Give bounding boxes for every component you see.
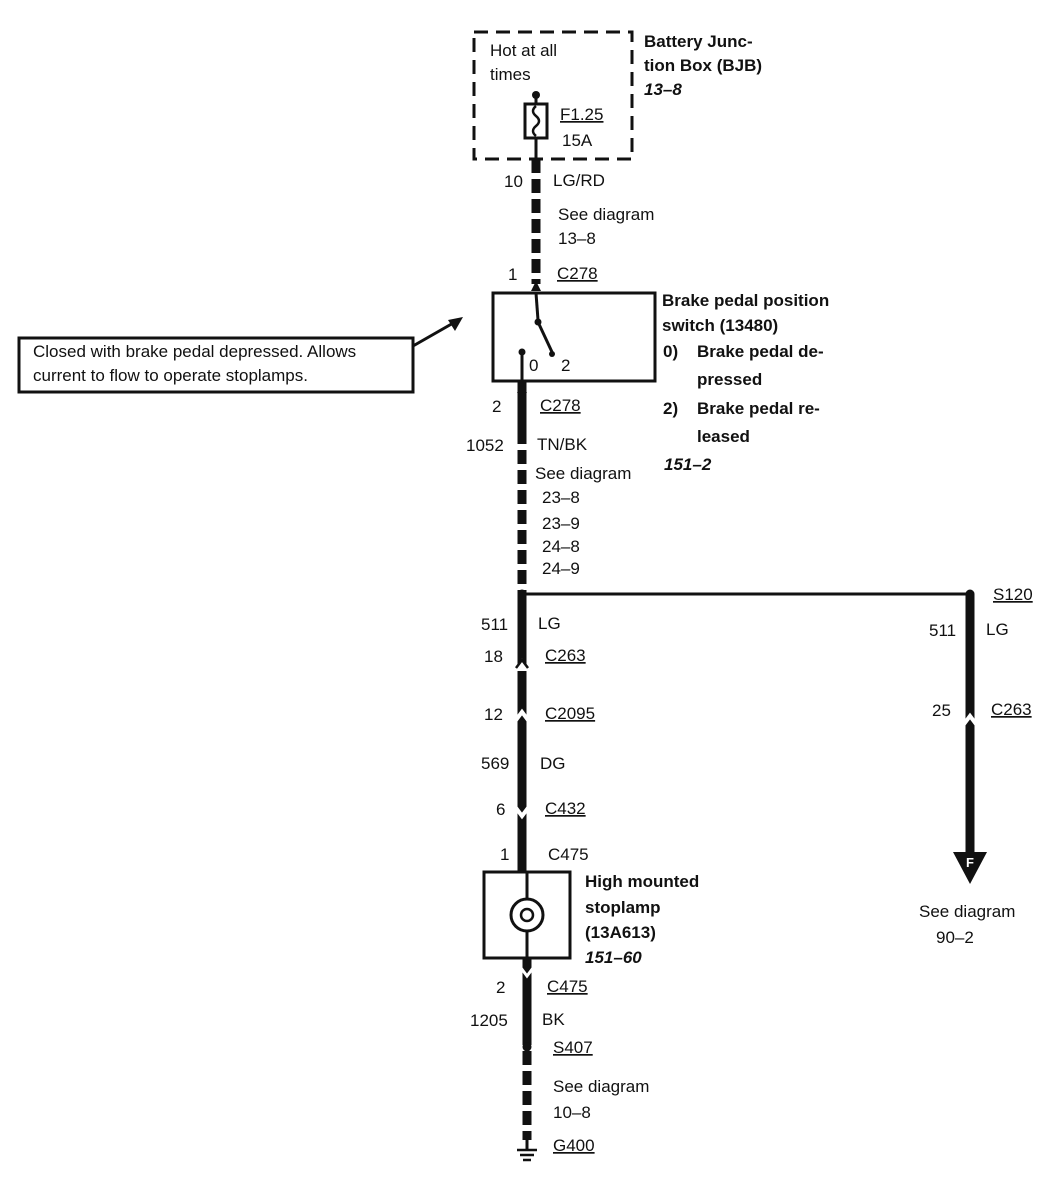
lamp-title-1: High mounted bbox=[585, 872, 699, 891]
off-page-arrow-icon bbox=[953, 852, 987, 884]
wire-mid-circuit: 1052 bbox=[466, 436, 504, 455]
splice-s407-dot bbox=[522, 1042, 532, 1052]
bulb-icon bbox=[509, 872, 545, 958]
fuse-icon bbox=[523, 102, 549, 140]
switch-state0-line2: pressed bbox=[697, 370, 762, 389]
wire-mid-ref-3: 24–8 bbox=[542, 537, 580, 556]
wire-mid-ref-4: 24–9 bbox=[542, 559, 580, 578]
left-c2095: C2095 bbox=[545, 704, 595, 723]
switch-pos-2: 2 bbox=[561, 356, 570, 375]
right-c263: C263 bbox=[991, 700, 1032, 719]
wire-top-color: LG/RD bbox=[553, 171, 605, 190]
callout-line-2: current to flow to operate stoplamps. bbox=[33, 366, 308, 385]
ground-g400: G400 bbox=[553, 1136, 595, 1155]
lamp-c475-out: C475 bbox=[547, 977, 588, 996]
wire-mid-see-label: See diagram bbox=[535, 464, 631, 483]
switch-state0-num: 0) bbox=[663, 342, 678, 361]
switch-title-1: Brake pedal position bbox=[662, 291, 829, 310]
right-see-label: See diagram bbox=[919, 902, 1015, 921]
ground-circuit: 1205 bbox=[470, 1011, 508, 1030]
left-c475-in: C475 bbox=[548, 845, 589, 864]
right-circuit: 511 bbox=[929, 621, 956, 640]
connector-c432-icon bbox=[514, 806, 530, 820]
switch-state0-line1: Brake pedal de- bbox=[697, 342, 824, 361]
right-pin-c263: 25 bbox=[932, 701, 951, 720]
wire-mid-ref-1: 23–8 bbox=[542, 488, 580, 507]
switch-state2-line1: Brake pedal re- bbox=[697, 399, 820, 418]
wire-top-see-ref: 13–8 bbox=[558, 229, 596, 248]
left-c432: C432 bbox=[545, 799, 586, 818]
wire-top-see-label: See diagram bbox=[558, 205, 654, 224]
ground-splice: S407 bbox=[553, 1038, 593, 1057]
connector-c263-left-icon bbox=[514, 657, 530, 671]
bjb-box bbox=[472, 30, 634, 161]
left-circuit-2: 569 bbox=[481, 754, 509, 773]
lamp-title-3: (13A613) bbox=[585, 923, 656, 942]
bjb-title-1: Battery Junc- bbox=[644, 32, 753, 51]
lamp-pin-out: 2 bbox=[496, 978, 505, 997]
fuse-rating: 15A bbox=[562, 131, 593, 150]
left-c263: C263 bbox=[545, 646, 586, 665]
brake-switch-box bbox=[491, 291, 657, 383]
switch-connector-in: C278 bbox=[557, 264, 598, 283]
connector-c2095-icon bbox=[514, 708, 530, 722]
off-page-arrow-letter: F bbox=[966, 855, 974, 870]
wire-top-circuit: 10 bbox=[504, 172, 523, 191]
switch-pin-out: 2 bbox=[492, 397, 501, 416]
right-splice: S120 bbox=[993, 585, 1033, 604]
bjb-title-2: tion Box (BJB) bbox=[644, 56, 762, 75]
callout-box bbox=[17, 336, 415, 394]
bjb-hot-label-2: times bbox=[490, 65, 531, 84]
right-color: LG bbox=[986, 620, 1009, 639]
left-circuit: 511 bbox=[481, 615, 508, 634]
callout-arrow-icon bbox=[412, 317, 463, 348]
bjb-ref: 13–8 bbox=[644, 80, 682, 99]
wire-mid-ref-2: 23–9 bbox=[542, 514, 580, 533]
left-color: LG bbox=[538, 614, 561, 633]
switch-connector-out: C278 bbox=[540, 396, 581, 415]
wire-mid-color: TN/BK bbox=[537, 435, 588, 454]
switch-ref: 151–2 bbox=[664, 455, 712, 474]
ground-color: BK bbox=[542, 1010, 565, 1029]
ground-see-label: See diagram bbox=[553, 1077, 649, 1096]
fuse-id: F1.25 bbox=[560, 105, 603, 124]
right-see-ref: 90–2 bbox=[936, 928, 974, 947]
lamp-title-2: stoplamp bbox=[585, 898, 661, 917]
connector-arrow-c278-in bbox=[531, 281, 541, 291]
bjb-hot-label-1: Hot at all bbox=[490, 41, 557, 60]
switch-state2-line2: leased bbox=[697, 427, 750, 446]
connector-c263-right-icon bbox=[962, 712, 978, 726]
switch-state2-num: 2) bbox=[663, 399, 678, 418]
left-pin-c432: 6 bbox=[496, 800, 505, 819]
switch-contact-icon bbox=[518, 292, 555, 381]
connector-c475-out-icon bbox=[519, 967, 535, 979]
ground-see-ref: 10–8 bbox=[553, 1103, 591, 1122]
switch-title-2: switch (13480) bbox=[662, 316, 778, 335]
switch-pos-0: 0 bbox=[529, 356, 538, 375]
callout-line-1: Closed with brake pedal depressed. Allow… bbox=[33, 342, 356, 361]
ground-icon bbox=[517, 1140, 537, 1162]
left-pin-c2095: 12 bbox=[484, 705, 503, 724]
switch-pin-in: 1 bbox=[508, 265, 517, 284]
left-color-2: DG bbox=[540, 754, 566, 773]
lamp-ref: 151–60 bbox=[585, 948, 642, 967]
left-pin-c263: 18 bbox=[484, 647, 503, 666]
left-pin-c475-in: 1 bbox=[500, 845, 509, 864]
